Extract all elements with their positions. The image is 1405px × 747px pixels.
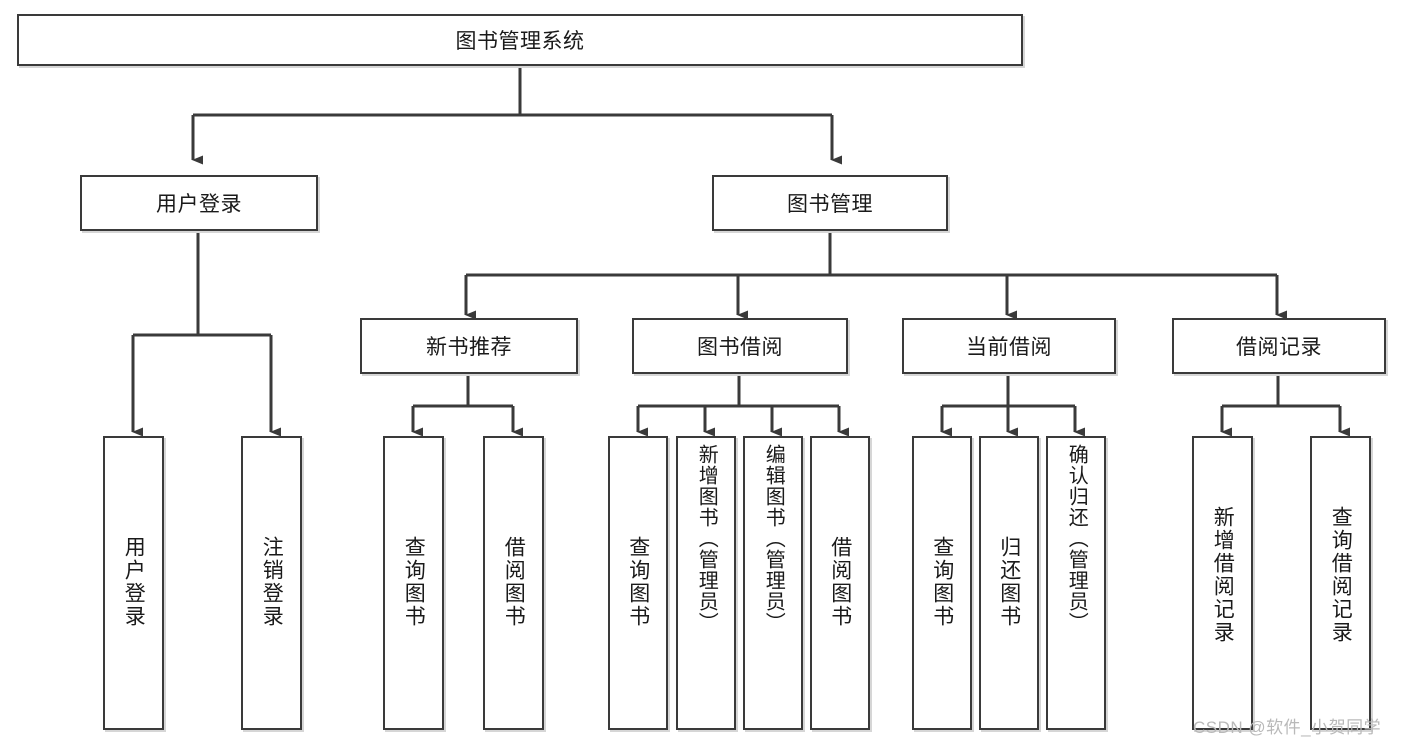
node-root[interactable]: 图书管理系统: [17, 14, 1023, 66]
node-leaf-borrow-books-nb-label: 借阅图书: [502, 536, 526, 628]
node-leaf-borrow-books-bb-label: 借阅图书: [828, 536, 852, 628]
node-current-borrow[interactable]: 当前借阅: [902, 318, 1116, 374]
node-leaf-query-books-bb-label: 查询图书: [626, 536, 650, 628]
node-borrow-record-label: 借阅记录: [1236, 336, 1322, 359]
node-book-borrow[interactable]: 图书借阅: [632, 318, 848, 374]
node-leaf-confirm-return-admin[interactable]: 确认归还（管理员）: [1046, 436, 1106, 730]
node-leaf-query-books-bb[interactable]: 查询图书: [608, 436, 668, 730]
node-leaf-return-books-label: 归还图书: [997, 536, 1021, 628]
node-leaf-logout[interactable]: 注销登录: [241, 436, 302, 730]
node-leaf-query-books-cb[interactable]: 查询图书: [912, 436, 972, 730]
node-leaf-borrow-books-nb[interactable]: 借阅图书: [483, 436, 544, 730]
node-leaf-edit-book-admin[interactable]: 编辑图书（管理员）: [743, 436, 803, 730]
node-leaf-add-borrow-record-label: 新增借阅记录: [1211, 506, 1235, 644]
node-root-label: 图书管理系统: [455, 30, 585, 53]
node-leaf-add-borrow-record[interactable]: 新增借阅记录: [1192, 436, 1253, 730]
node-leaf-query-borrow-record[interactable]: 查询借阅记录: [1310, 436, 1371, 730]
node-leaf-query-books-nb[interactable]: 查询图书: [383, 436, 444, 730]
node-leaf-user-login-label: 用户登录: [122, 536, 146, 628]
node-leaf-confirm-return-admin-label: 确认归还（管理员）: [1065, 444, 1088, 633]
node-current-borrow-label: 当前借阅: [966, 336, 1052, 359]
node-leaf-add-book-admin-label: 新增图书（管理员）: [695, 444, 718, 633]
node-book-management-label: 图书管理: [787, 193, 873, 216]
node-book-management[interactable]: 图书管理: [712, 175, 948, 231]
node-leaf-query-books-cb-label: 查询图书: [930, 536, 954, 628]
node-leaf-return-books[interactable]: 归还图书: [979, 436, 1039, 730]
watermark: CSDN @软件_小贺同学: [1193, 718, 1382, 737]
node-leaf-borrow-books-bb[interactable]: 借阅图书: [810, 436, 870, 730]
node-new-book-recommend[interactable]: 新书推荐: [360, 318, 578, 374]
node-new-book-recommend-label: 新书推荐: [426, 336, 512, 359]
node-user-login[interactable]: 用户登录: [80, 175, 318, 231]
node-borrow-record[interactable]: 借阅记录: [1172, 318, 1386, 374]
node-leaf-add-book-admin[interactable]: 新增图书（管理员）: [676, 436, 736, 730]
node-leaf-edit-book-admin-label: 编辑图书（管理员）: [762, 444, 785, 633]
node-leaf-query-borrow-record-label: 查询借阅记录: [1329, 506, 1353, 644]
node-leaf-user-login[interactable]: 用户登录: [103, 436, 164, 730]
node-book-borrow-label: 图书借阅: [697, 336, 783, 359]
node-leaf-logout-label: 注销登录: [260, 536, 284, 628]
node-leaf-query-books-nb-label: 查询图书: [402, 536, 426, 628]
node-user-login-label: 用户登录: [156, 193, 242, 216]
